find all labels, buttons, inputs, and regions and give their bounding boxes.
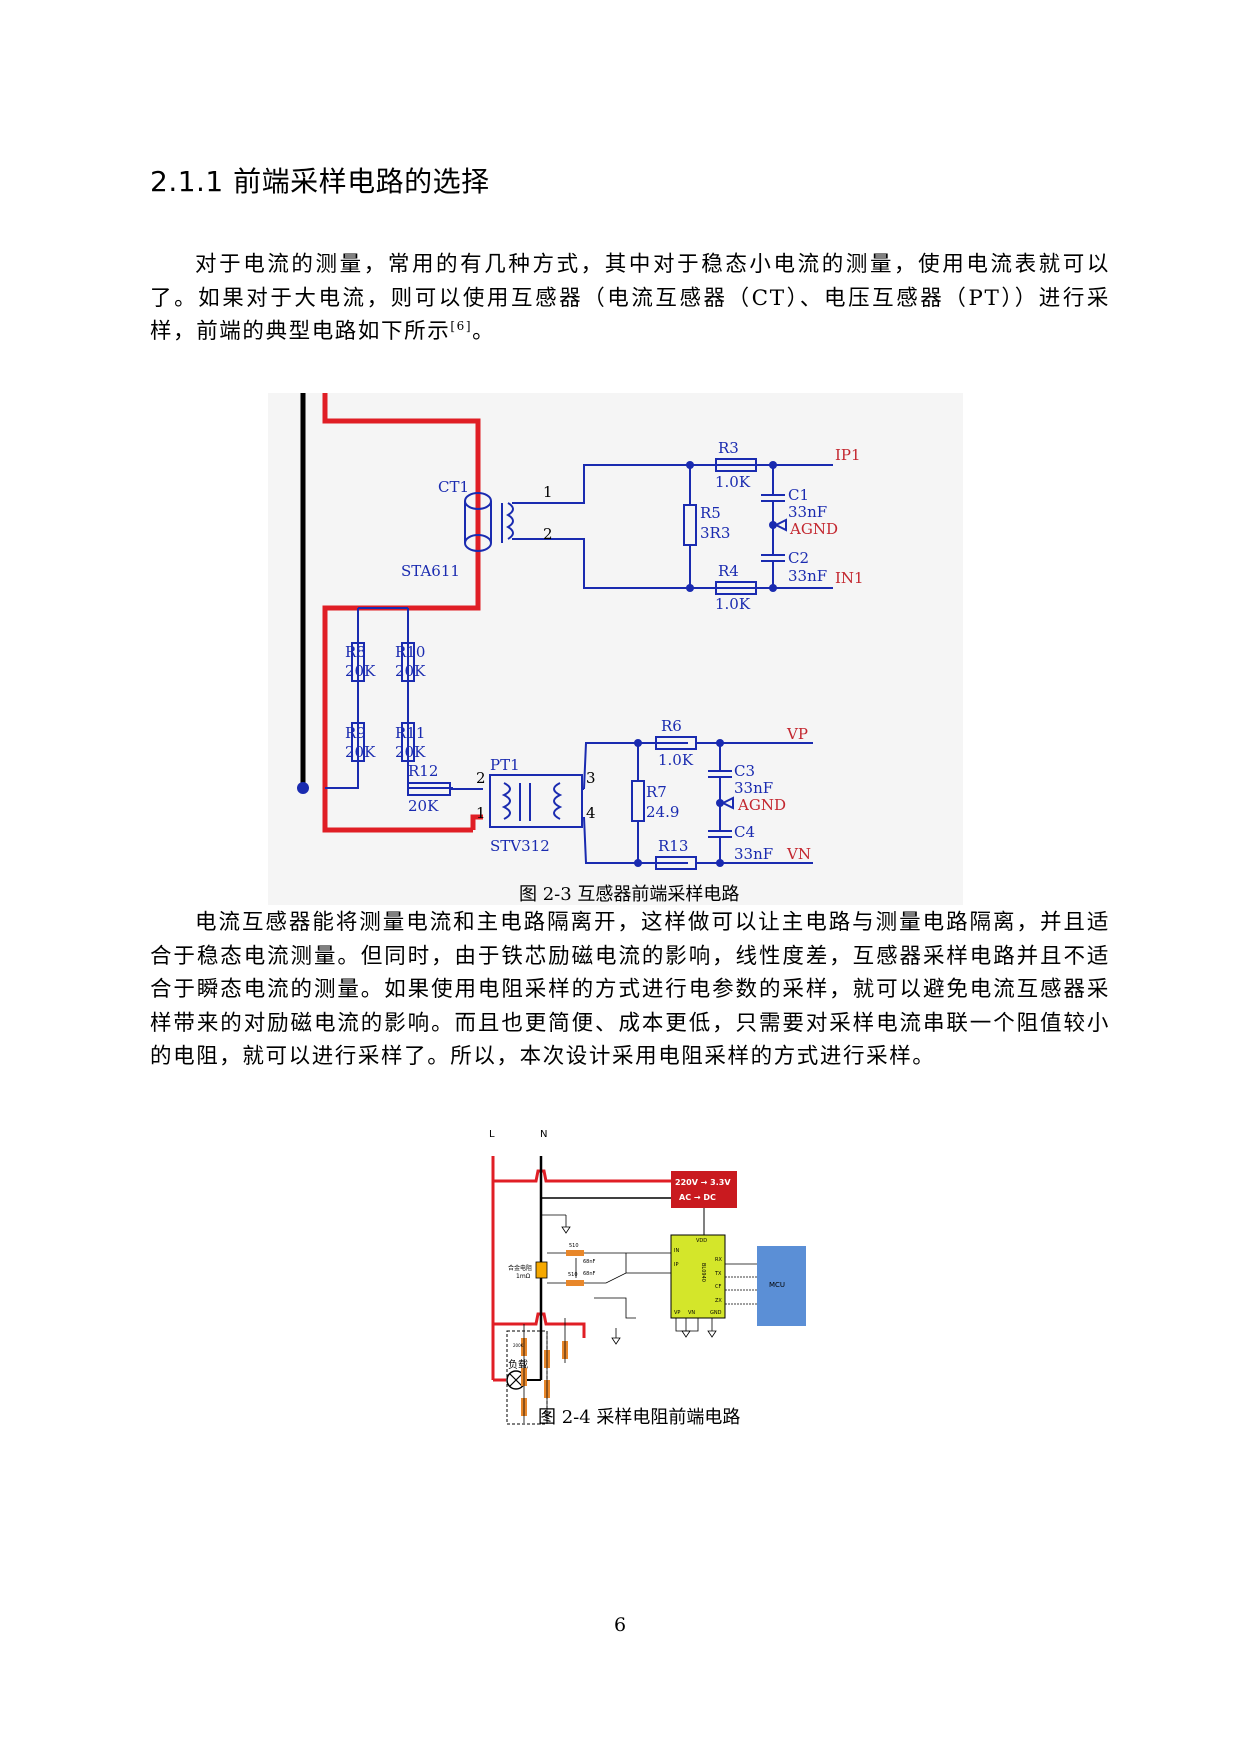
r8-value: 20K — [345, 662, 376, 680]
psu-line-1: 220V → 3.3V — [675, 1178, 731, 1187]
r7-value: 24.9 — [646, 803, 679, 821]
c2-value: 33nF — [788, 567, 827, 585]
c2-label: C2 — [788, 549, 809, 567]
shunt-label: 合金电阻 — [508, 1264, 532, 1272]
agnd-label-1: AGND — [789, 520, 838, 538]
paragraph-2: 电流互感器能将测量电流和主电路隔离开，这样做可以让主电路与测量电路隔离，并且适合… — [150, 906, 1110, 1074]
r5-value: 3R3 — [700, 524, 730, 542]
psu-line-2: AC → DC — [679, 1193, 716, 1202]
r10-label: R10 — [395, 643, 425, 661]
r13-label: R13 — [658, 837, 688, 855]
ip1-label: IP1 — [835, 446, 861, 464]
line-l-label: L — [489, 1129, 495, 1140]
page-number: 6 — [613, 1614, 627, 1636]
section-heading: 2.1.1 前端采样电路的选择 — [150, 165, 490, 198]
paragraph-2-text: 电流互感器能将测量电流和主电路隔离开，这样做可以让主电路与测量电路隔离，并且适合… — [150, 910, 1110, 1069]
r7-label: R7 — [646, 783, 667, 801]
c3-value: 33nF — [734, 779, 773, 797]
r6-label: R6 — [661, 717, 682, 735]
figure-2-3-circuit: CT1 STA611 R3 1.0K R4 1.0K R5 3R3 C1 33n… — [268, 393, 963, 905]
pin-vn: VN — [688, 1310, 695, 1316]
pt1-pin2: 2 — [476, 769, 486, 787]
r510-a: 510 — [569, 1243, 579, 1249]
pin-gnd: GND — [710, 1310, 722, 1316]
r9-label: R9 — [345, 724, 366, 742]
chip-label: BL0940 — [700, 1263, 706, 1282]
r510-b: 510 — [568, 1272, 578, 1278]
r12-label: R12 — [408, 762, 438, 780]
mcu-label: MCU — [769, 1281, 785, 1289]
r11-label: R11 — [395, 724, 425, 742]
pt1-pin4: 4 — [586, 804, 596, 822]
pin-tx: TX — [714, 1271, 722, 1277]
pin-zx: ZX — [715, 1298, 722, 1304]
pin-cf: CF — [715, 1284, 721, 1290]
load-label: 负载 — [508, 1358, 528, 1371]
ct1-pin2: 2 — [543, 525, 553, 543]
pin-ip: IP — [674, 1262, 679, 1268]
figure-2-3-caption: 图 2-3 互感器前端采样电路 — [519, 884, 740, 905]
pt1-pin1: 1 — [476, 804, 486, 822]
paragraph-1-end: 。 — [472, 319, 496, 344]
c4-value: 33nF — [734, 845, 773, 863]
bl0940-chip — [670, 1234, 726, 1319]
figure-2-4-circuit: L N 负载 合金电阻 1mΩ 220V → 3.3V AC → DC VDD … — [489, 1129, 806, 1425]
pin-vdd: VDD — [696, 1238, 707, 1244]
r4-value: 1.0K — [715, 595, 751, 613]
pin-rx: RX — [715, 1257, 722, 1263]
paragraph-1: 对于电流的测量，常用的有几种方式，其中对于稳态小电流的测量，使用电流表就可以了。… — [150, 248, 1110, 349]
ct1-label: CT1 — [438, 478, 469, 496]
r12-value: 20K — [408, 797, 439, 815]
citation: [6] — [450, 318, 473, 333]
r6-value: 1.0K — [658, 751, 694, 769]
ct1-transformer — [464, 458, 833, 595]
ct1-pin1: 1 — [543, 483, 553, 501]
pt1-label: PT1 — [490, 756, 520, 774]
figure-2-4-caption: 图 2-4 采样电阻前端电路 — [538, 1407, 741, 1428]
c4-label: C4 — [734, 823, 755, 841]
c1-value: 33nF — [788, 503, 827, 521]
agnd-label-2: AGND — [737, 796, 786, 814]
vp-label: VP — [786, 725, 808, 743]
power-supply-box — [671, 1171, 737, 1208]
r5-label: R5 — [700, 504, 721, 522]
r8-label: R8 — [345, 643, 366, 661]
vn-label: VN — [786, 845, 811, 863]
line-n-label: N — [540, 1129, 547, 1140]
pt1-pin3: 3 — [586, 769, 596, 787]
stv312-label: STV312 — [490, 837, 550, 855]
r3-label: R3 — [718, 439, 739, 457]
sta611-label: STA611 — [401, 562, 460, 580]
mcu-box — [757, 1246, 806, 1326]
r9-value: 20K — [345, 743, 376, 761]
c1-label: C1 — [788, 486, 809, 504]
in1-label: IN1 — [835, 569, 864, 587]
cap-68nf-a: 68nF — [583, 1259, 596, 1265]
r3-value: 1.0K — [715, 473, 751, 491]
cap-68nf-b: 68nF — [583, 1271, 596, 1277]
pin-in: IN — [674, 1248, 679, 1254]
r11-value: 20K — [395, 743, 426, 761]
r4-label: R4 — [718, 562, 739, 580]
c3-label: C3 — [734, 762, 755, 780]
pin-vp: VP — [674, 1310, 680, 1316]
shunt-value: 1mΩ — [516, 1273, 531, 1280]
r10-value: 20K — [395, 662, 426, 680]
paragraph-1-text: 对于电流的测量，常用的有几种方式，其中对于稳态小电流的测量，使用电流表就可以了。… — [150, 252, 1110, 344]
r200k-label: 200K — [513, 1343, 524, 1348]
